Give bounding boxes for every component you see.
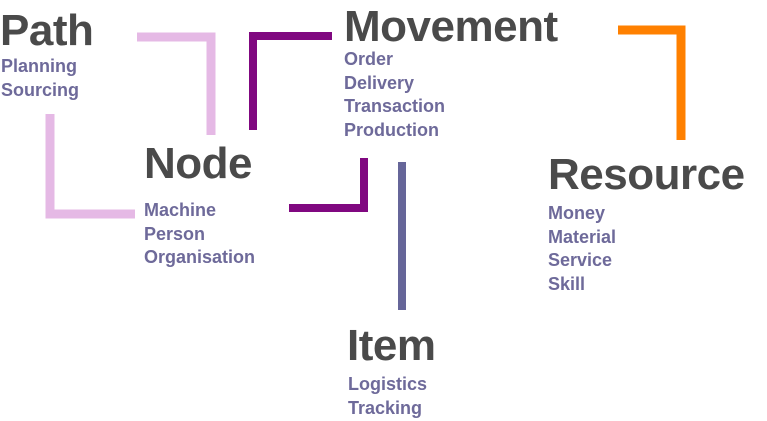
concept-item-order: Order bbox=[344, 49, 394, 69]
concept-item-skill: Skill bbox=[548, 273, 586, 294]
concept-item-delivery: Delivery bbox=[344, 72, 415, 93]
concept-item-production: Production bbox=[344, 119, 439, 140]
connector-path-to-node-top bbox=[137, 32, 216, 135]
concept-list-resource: Money Material Service Skill bbox=[548, 202, 616, 296]
connector-path-to-node-left bbox=[45, 114, 135, 219]
concept-item-machine: Machine bbox=[144, 200, 217, 220]
concept-item-transaction: Transaction bbox=[344, 96, 446, 116]
concept-item-tracking: Tracking bbox=[348, 397, 423, 418]
concept-list-movement: Order Delivery Transaction Production bbox=[344, 48, 445, 142]
concept-list-path: Planning Sourcing bbox=[1, 55, 79, 102]
connector-node-to-movement-top bbox=[249, 32, 332, 130]
concept-title-path: Path bbox=[0, 6, 94, 55]
concept-item-money: Money bbox=[548, 203, 606, 223]
concept-title-movement: Movement bbox=[344, 2, 558, 51]
concept-item-logistics: Logistics bbox=[348, 374, 428, 394]
concept-title-node: Node bbox=[144, 139, 253, 188]
concept-list-node: Machine Person Organisation bbox=[144, 199, 255, 270]
concept-item-person: Person bbox=[144, 223, 206, 244]
concept-title-resource: Resource bbox=[548, 150, 745, 199]
concept-item-service: Service bbox=[548, 250, 613, 270]
concept-title-item: Item bbox=[347, 321, 436, 370]
connector-node-to-movement-bottom bbox=[289, 158, 368, 212]
concept-item-sourcing: Sourcing bbox=[1, 79, 80, 100]
connector-movement-to-resource bbox=[618, 25, 686, 140]
concept-list-item: Logistics Tracking bbox=[348, 373, 427, 420]
concept-item-material: Material bbox=[548, 226, 617, 247]
concept-item-planning: Planning bbox=[1, 56, 77, 76]
concept-item-organisation: Organisation bbox=[144, 247, 256, 267]
